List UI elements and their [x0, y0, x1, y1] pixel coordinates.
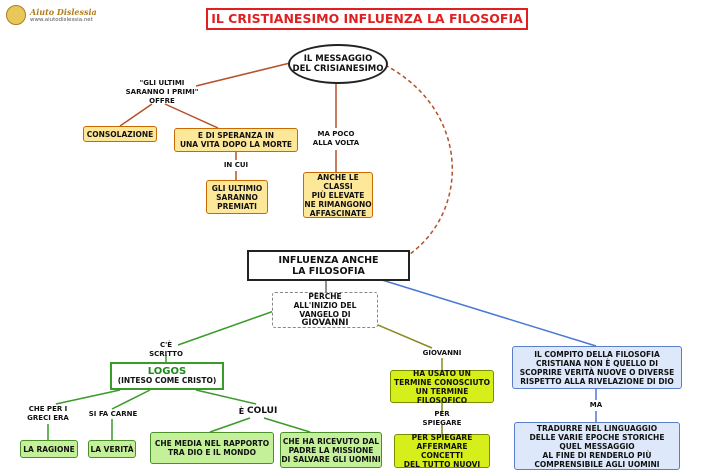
logos-subtitle: (INTESO COME CRISTO)	[117, 376, 217, 385]
node-giovanni: GIOVANNI	[422, 348, 462, 357]
perche-text: PERCHE ALL'INIZIO DEL VANGELO DI	[293, 292, 357, 319]
logo-url: www.aiutodislessia.net	[30, 17, 93, 23]
colui-prefix: È	[238, 406, 245, 416]
node-per-spiegare: PER SPIEGARE	[422, 410, 462, 427]
link-perche-giovanni	[377, 324, 433, 349]
node-perche: PERCHE ALL'INIZIO DEL VANGELO DI GIOVANN…	[272, 292, 378, 328]
node-ma: MA	[589, 401, 603, 409]
site-logo: Aiuto Dislessia www.aiutodislessia.net	[4, 4, 100, 25]
node-in-cui: IN CUI	[223, 161, 249, 169]
node-ce-scritto: C'È SCRITTO	[149, 340, 183, 358]
link-logos-grecieri	[55, 389, 121, 405]
link-influenza-compito	[381, 279, 597, 347]
node-classi-elevate: ANCHE LE CLASSI PIÙ ELEVATE NE RIMANGONO…	[303, 172, 373, 218]
link-logos-colui	[195, 389, 257, 405]
node-ultimio-premiati: GLI ULTIMIO SARANNO PREMIATI	[206, 180, 268, 214]
node-verita: LA VERITÀ	[88, 440, 136, 458]
node-che-per-i-greci: CHE PER I GRECI ERA	[27, 405, 69, 422]
link-colui-missione	[263, 417, 311, 433]
link-ultimi-consolazione	[119, 103, 153, 127]
colui-word: COLUI	[246, 405, 278, 416]
page-title: IL CRISTIANESIMO INFLUENZA LA FILOSOFIA	[206, 8, 528, 30]
node-ma-poco: MA POCO ALLA VOLTA	[312, 130, 360, 147]
link-messaggio-ultimi	[195, 62, 291, 87]
logo-icon	[6, 5, 26, 25]
link-perche-cescritto	[177, 310, 275, 346]
node-e-colui: È COLUI	[236, 404, 280, 418]
node-influenza-filosofia: INFLUENZA ANCHE LA FILOSOFIA	[247, 250, 410, 281]
node-si-fa-carne: SI FA CARNE	[88, 409, 138, 418]
node-tradurre: TRADURRE NEL LINGUAGGIO DELLE VARIE EPOC…	[514, 422, 680, 470]
node-media: CHE MEDIA NEL RAPPORTO TRA DIO E IL MOND…	[150, 432, 274, 464]
logo-title: Aiuto Dislessia	[30, 7, 97, 17]
link-messaggio-influenza	[384, 64, 453, 255]
logos-word: LOGOS	[147, 366, 187, 377]
node-messaggio: IL MESSAGGIO DEL CRISIANESIMO	[288, 44, 388, 84]
node-consolazione: CONSOLAZIONE	[83, 126, 157, 142]
link-colui-media	[209, 417, 251, 433]
node-compito: IL COMPITO DELLA FILOSOFIA CRISTIANA NON…	[512, 346, 682, 389]
node-gli-ultimi-primi: "GLI ULTIMI SARANNO I PRIMI" OFFRE	[125, 78, 199, 105]
node-logos: LOGOS (INTESO COME CRISTO)	[110, 362, 224, 390]
node-speranza: E DI SPERANZA IN UNA VITA DOPO LA MORTE	[174, 128, 298, 152]
node-missione: CHE HA RICEVUTO DAL PADRE LA MISSIONE DI…	[280, 432, 382, 468]
perche-giovanni: GIOVANNI	[301, 318, 349, 328]
node-ragione: LA RAGIONE	[20, 440, 78, 458]
node-affermare: PER SPIEGARE AFFERMARE CONCETTI DEL TUTT…	[394, 433, 490, 469]
node-termine: HA USATO UN TERMINE CONOSCIUTO UN TERMIN…	[390, 369, 494, 405]
link-ultimi-speranza	[164, 103, 219, 129]
link-logos-sifacarne	[111, 389, 151, 410]
